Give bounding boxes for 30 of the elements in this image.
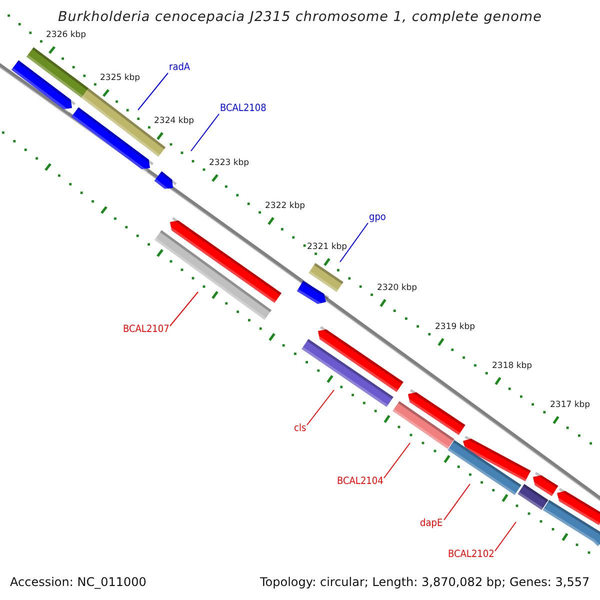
tick-label: 2324 kbp	[154, 117, 194, 126]
gene-label: gpo	[369, 213, 386, 223]
leader-line	[444, 484, 470, 520]
tick-label: 2319 kbp	[435, 323, 476, 332]
gene-bar	[308, 263, 344, 292]
footer-text: Accession: NC_011000	[10, 576, 146, 588]
leader-line	[190, 114, 220, 152]
leader-line	[306, 390, 334, 426]
gene-label: radA	[169, 63, 190, 73]
gene-label: BCAL2102	[448, 550, 494, 560]
gene-label: BCAL2104	[337, 477, 384, 487]
tick-label: 2320 kbp	[377, 284, 418, 292]
title: Burkholderia cenocepacia J2315 chromosome 1, complete genome	[58, 11, 542, 24]
leader-line	[340, 222, 368, 262]
tick-label: 2323 kbp	[209, 159, 250, 168]
leader-line	[494, 522, 516, 552]
leader-line	[138, 72, 168, 110]
tick-label: 2326 kbp	[46, 31, 86, 40]
gene-label: dapE	[420, 519, 443, 529]
tick-label: 2317 kbp	[550, 401, 590, 410]
tick-label: 2321 kbp	[307, 243, 348, 252]
gene-label: BCAL2107	[123, 325, 170, 335]
gene-label: BCAL2108	[220, 104, 266, 114]
tick-label: 2322 kbp	[265, 202, 306, 210]
leader-line	[170, 292, 198, 326]
tick-label: 2318 kbp	[492, 362, 532, 370]
tick-label: 2325 kbp	[100, 74, 140, 82]
gene-label: cls	[294, 424, 306, 434]
footer-text: Topology: circular; Length: 3,870,082 bp; Genes: 3,557	[260, 576, 590, 588]
leader-line	[384, 442, 410, 478]
